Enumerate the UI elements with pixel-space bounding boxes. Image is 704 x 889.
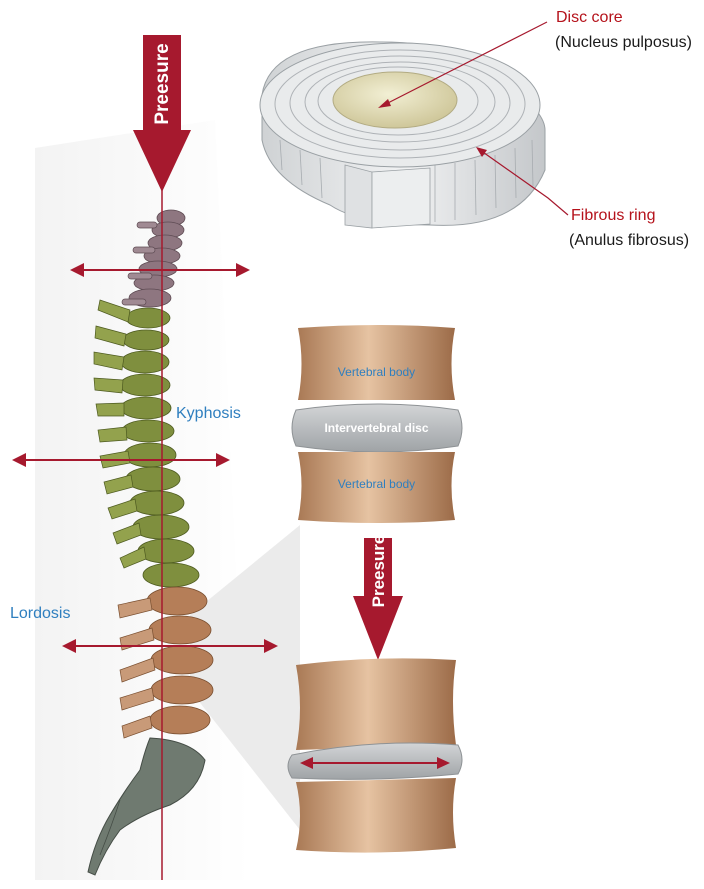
- fibrous-ring-latin-label: (Anulus fibrosus): [569, 232, 689, 250]
- disc-illustration: [260, 42, 545, 228]
- intervertebral-disc-label: Intervertebral disc: [298, 421, 455, 435]
- disc-core-latin-label: (Nucleus pulposus): [555, 34, 692, 52]
- fibrous-ring-label: Fibrous ring: [571, 207, 655, 225]
- vertebrae-stack-compressed: [288, 658, 462, 852]
- disc-core-label: Disc core: [556, 9, 623, 27]
- kyphosis-label: Kyphosis: [176, 405, 241, 423]
- vertebral-body-bottom-label: Vertebral body: [298, 477, 455, 491]
- lordosis-label: Lordosis: [10, 605, 70, 623]
- pressure-label-top: Preesure: [152, 39, 174, 129]
- vertebral-body-top-label: Vertebral body: [298, 365, 455, 379]
- pressure-label-middle: Preesure: [369, 526, 389, 616]
